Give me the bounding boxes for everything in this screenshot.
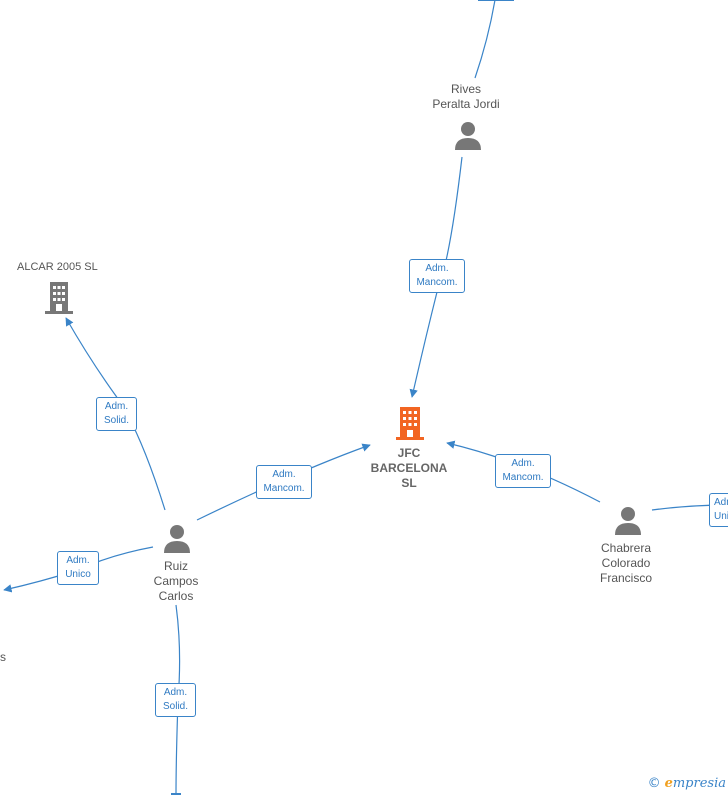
copyright-symbol: © xyxy=(647,776,661,791)
edge-badge-ruiz-alcar[interactable]: Adm. Solid. xyxy=(96,397,137,431)
rives-person-icon[interactable] xyxy=(454,121,482,151)
brand-name: mpresia xyxy=(672,776,726,791)
chabrera-person-icon[interactable] xyxy=(614,506,642,536)
edge-line-top xyxy=(474,0,496,79)
edge-badge-ruiz-left[interactable]: Adm. Unico xyxy=(57,551,99,585)
edge-line-ruiz-alcar xyxy=(65,317,166,511)
alcar-company-label[interactable]: ALCAR 2005 SL xyxy=(17,261,98,273)
edge-badge-chabrera-main[interactable]: Adm. Mancom. xyxy=(495,454,551,488)
main-company-building-icon[interactable] xyxy=(394,405,426,441)
chabrera-person-label[interactable]: Chabrera Colorado Francisco xyxy=(599,541,653,585)
edge-badge-chabrera-right[interactable]: Adm. Uni xyxy=(709,493,728,527)
rives-person-label[interactable]: Rives Peralta Jordi xyxy=(432,82,500,111)
ruiz-person-label[interactable]: Ruiz Campos Carlos xyxy=(153,559,199,603)
brand-initial: e xyxy=(664,776,673,791)
partial-left-label[interactable]: s xyxy=(0,650,6,664)
edge-badge-ruiz-main[interactable]: Adm. Mancom. xyxy=(256,465,312,499)
alcar-building-icon[interactable] xyxy=(43,280,75,316)
edge-badge-ruiz-bottom[interactable]: Adm. Solid. xyxy=(155,683,196,717)
edge-badge-rives-main[interactable]: Adm. Mancom. xyxy=(409,259,465,293)
empresia-watermark: ©empresia xyxy=(648,776,726,791)
main-company-label[interactable]: JFC BARCELONA SL xyxy=(370,446,448,490)
ruiz-person-icon[interactable] xyxy=(163,524,191,554)
